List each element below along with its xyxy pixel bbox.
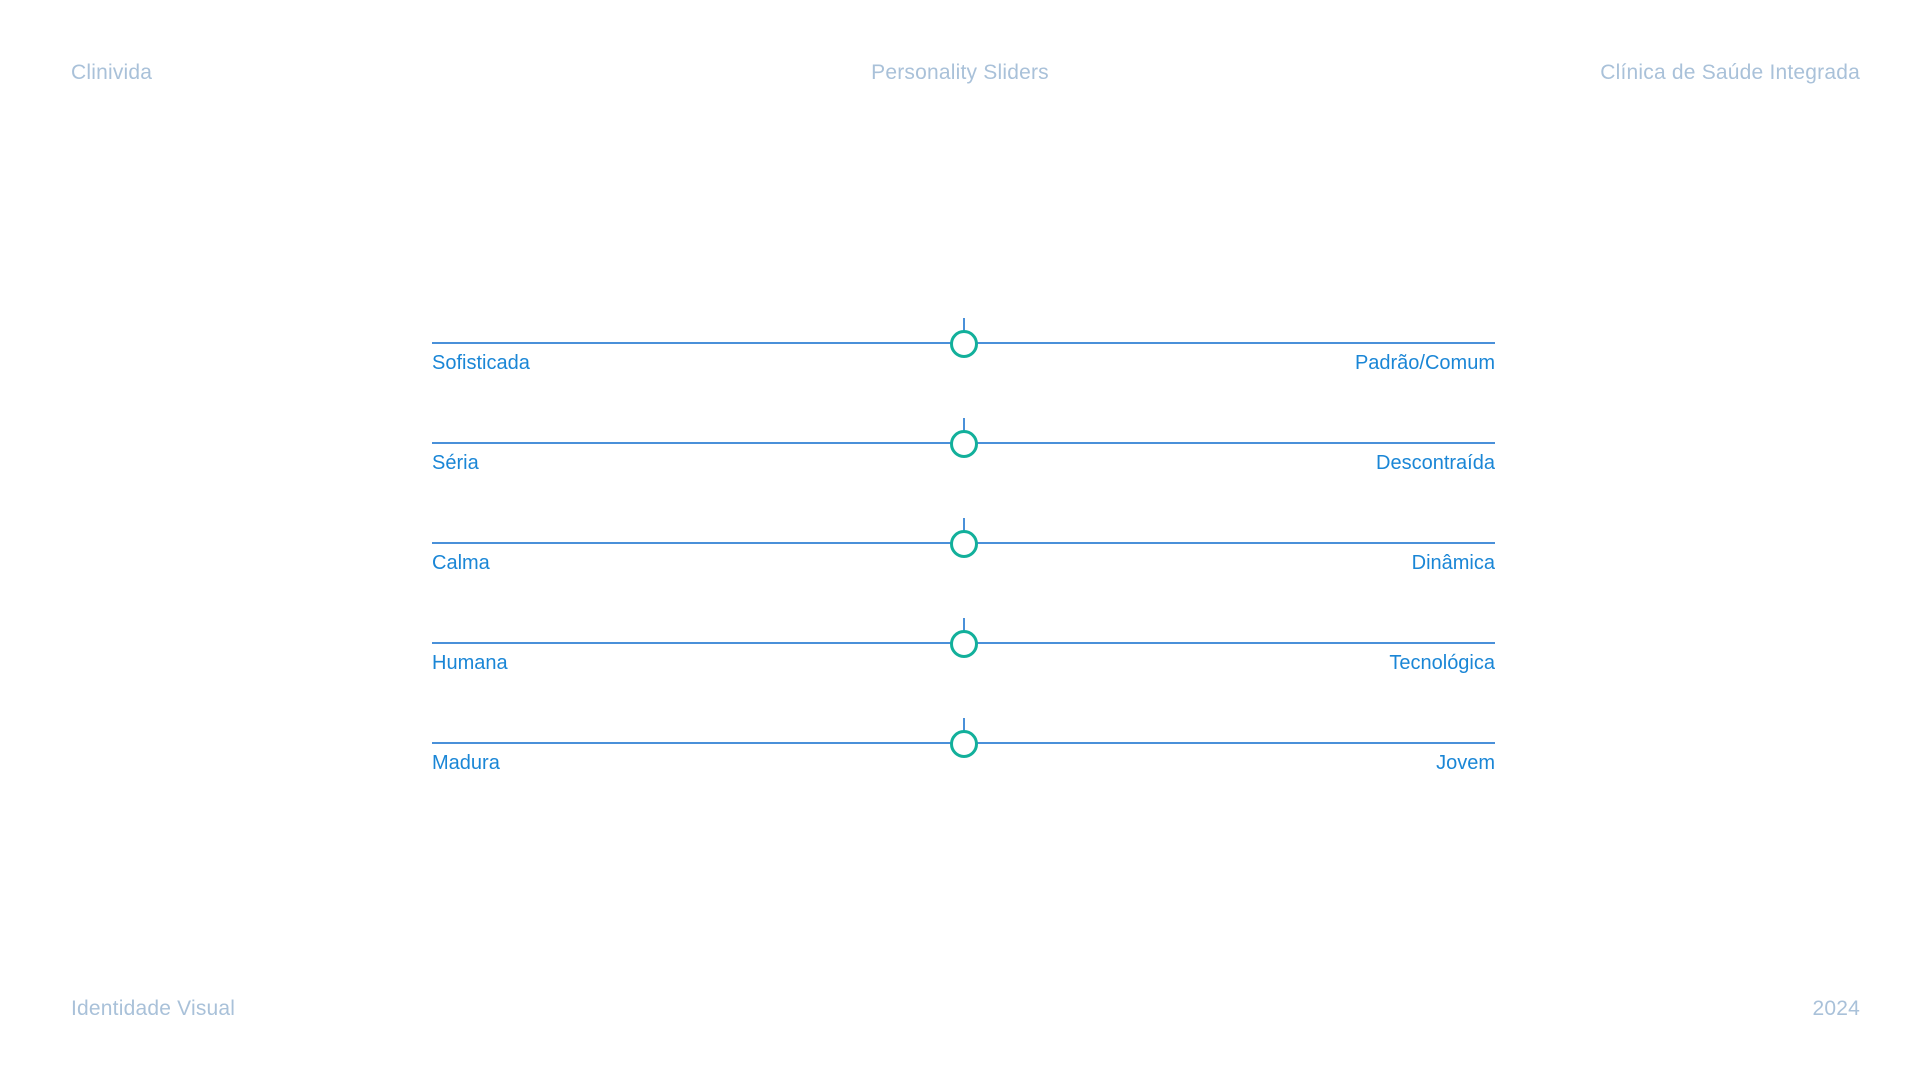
slider-3[interactable]: Humana Tecnológica — [432, 618, 1495, 718]
brand-name: Clinivida — [71, 61, 153, 84]
slider-2[interactable]: Calma Dinâmica — [432, 518, 1495, 618]
slider-left-label: Séria — [432, 452, 479, 474]
slider-right-label: Dinâmica — [1411, 552, 1495, 574]
slider-left-label: Humana — [432, 652, 508, 674]
slider-0[interactable]: Sofisticada Padrão/Comum — [432, 318, 1495, 418]
slider-tick — [962, 418, 965, 432]
page-subtitle: Clínica de Saúde Integrada — [1600, 61, 1860, 84]
footer-year: 2024 — [1812, 997, 1860, 1020]
slider-tick — [962, 718, 965, 732]
slider-right-label: Jovem — [1436, 752, 1495, 774]
slider-right-label: Padrão/Comum — [1354, 352, 1495, 374]
slider-handle[interactable] — [949, 430, 978, 458]
slider-4[interactable]: Madura Jovem — [432, 718, 1495, 818]
personality-sliders: Sofisticada Padrão/Comum Séria Descontra… — [432, 318, 1495, 818]
slider-1[interactable]: Séria Descontraída — [432, 418, 1495, 518]
footer-left-text: Identidade Visual — [71, 997, 236, 1020]
slider-left-label: Calma — [432, 552, 490, 574]
slider-right-label: Tecnológica — [1389, 652, 1495, 674]
slider-handle[interactable] — [949, 530, 978, 558]
slider-handle[interactable] — [949, 630, 978, 658]
page-title: Personality Sliders — [871, 61, 1049, 84]
slider-right-label: Descontraída — [1376, 452, 1495, 474]
slider-handle[interactable] — [949, 730, 978, 758]
slider-tick — [962, 318, 965, 332]
slider-left-label: Sofisticada — [432, 352, 530, 374]
slider-left-label: Madura — [432, 752, 500, 774]
slider-tick — [962, 518, 965, 532]
slider-tick — [962, 618, 965, 632]
slider-handle[interactable] — [949, 330, 978, 358]
